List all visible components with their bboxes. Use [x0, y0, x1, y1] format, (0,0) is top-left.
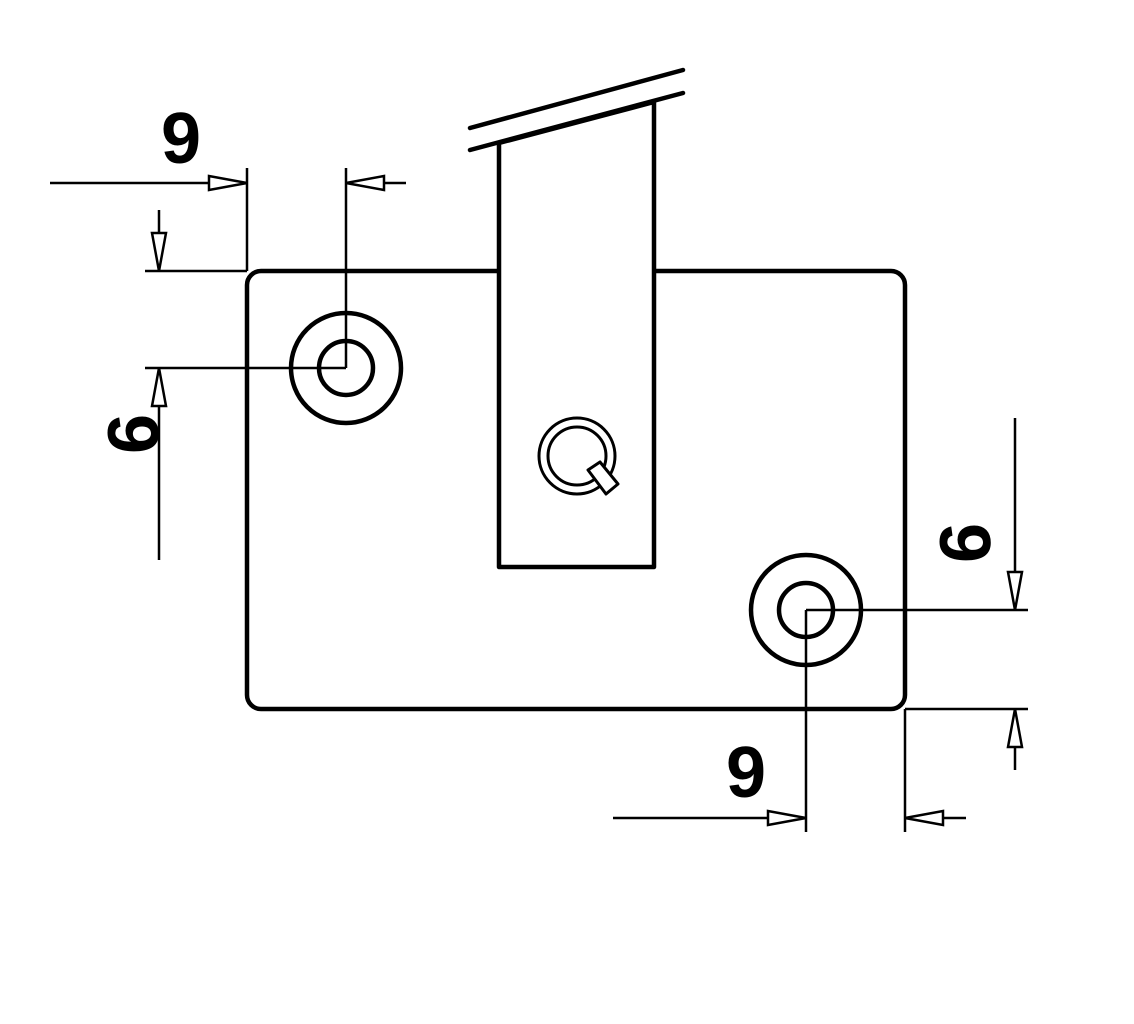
arrowhead-right [207, 174, 248, 192]
dimension-label: 9 [726, 733, 766, 813]
dimension-top-left-horizontal: 9 [50, 99, 406, 368]
dimension-label: 9 [161, 99, 201, 179]
logo-tail [586, 460, 620, 496]
arrowhead-down [1006, 570, 1024, 611]
dimension-label: 9 [92, 414, 172, 454]
arrowhead-up [1006, 708, 1024, 749]
arrowhead-left [345, 174, 386, 192]
arrowhead-right [766, 809, 807, 827]
arrowhead-down [150, 231, 168, 272]
dimension-right-vertical: 9 [806, 418, 1028, 770]
post-body [496, 99, 657, 570]
post-top-line-upper [467, 67, 686, 131]
dimension-left-vertical: 9 [92, 210, 346, 560]
dimension-bottom-right-horizontal: 9 [613, 610, 966, 832]
post-top-line-lower [467, 90, 686, 153]
arrowhead-up [150, 367, 168, 408]
logo-emblem: Q [537, 416, 620, 496]
dimension-label: 9 [924, 523, 1004, 563]
arrowhead-left [904, 809, 945, 827]
